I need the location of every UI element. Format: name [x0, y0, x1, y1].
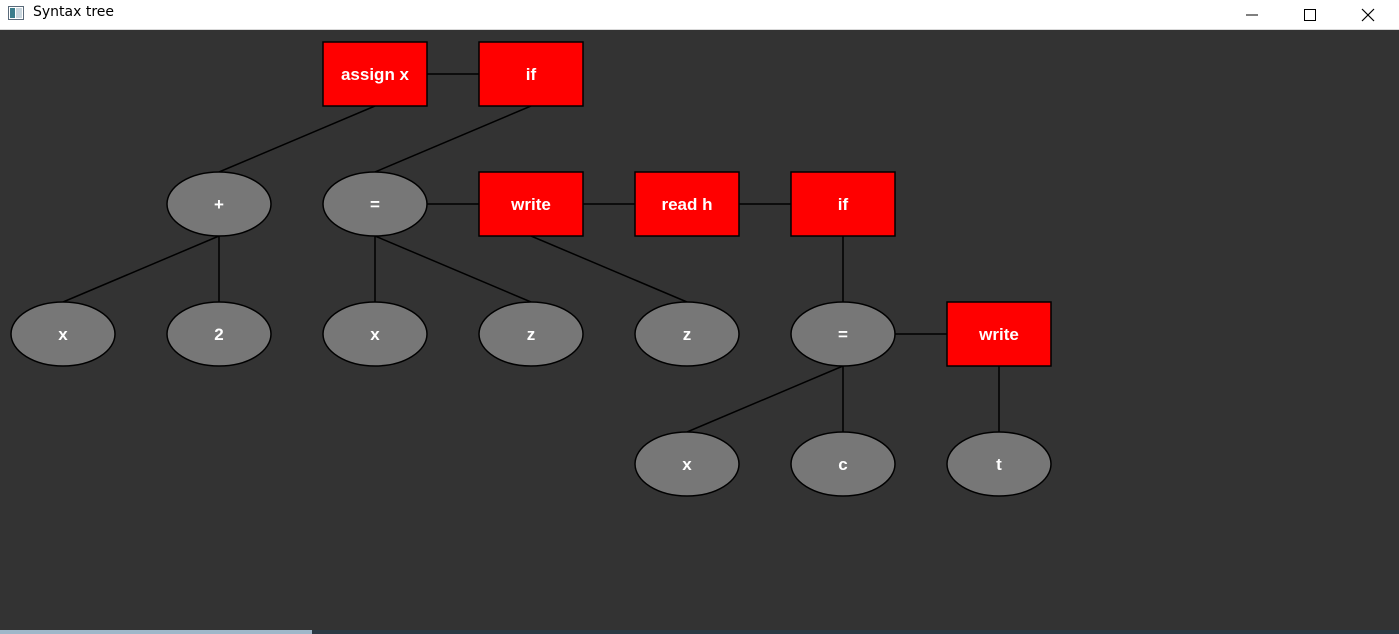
- window-title: Syntax tree: [33, 4, 115, 20]
- statement-node: assign x: [322, 41, 428, 107]
- node-label: =: [370, 195, 380, 214]
- node-label: x: [370, 325, 380, 344]
- expression-ellipse: [634, 431, 740, 497]
- node-label: if: [526, 65, 537, 84]
- statement-box: [322, 41, 428, 107]
- node-label: z: [683, 325, 692, 344]
- statement-node: write: [946, 301, 1052, 367]
- node-label: write: [510, 195, 551, 214]
- expression-node: t: [946, 431, 1052, 497]
- expression-node: z: [478, 301, 584, 367]
- node-label: t: [996, 455, 1002, 474]
- expression-ellipse: [790, 301, 896, 367]
- statement-box: [790, 171, 896, 237]
- expression-ellipse: [790, 431, 896, 497]
- title-bar: Syntax tree: [0, 0, 1399, 30]
- taskbar-strip: [0, 630, 1399, 634]
- statement-box: [478, 171, 584, 237]
- tree-edge: [374, 105, 532, 173]
- expression-ellipse: [478, 301, 584, 367]
- expression-ellipse: [634, 301, 740, 367]
- node-label: if: [838, 195, 849, 214]
- maximize-icon: [1304, 9, 1316, 21]
- expression-node: x: [634, 431, 740, 497]
- tree-edge: [374, 235, 532, 303]
- close-icon: [1361, 8, 1375, 22]
- minimize-button[interactable]: [1229, 0, 1275, 30]
- expression-node: 2: [166, 301, 272, 367]
- statement-node: if: [478, 41, 584, 107]
- node-label: =: [838, 325, 848, 344]
- window-app-icon: [8, 6, 24, 20]
- expression-node: z: [634, 301, 740, 367]
- tree-edge: [530, 235, 688, 303]
- expression-node: x: [322, 301, 428, 367]
- expression-node: c: [790, 431, 896, 497]
- expression-node: x: [10, 301, 116, 367]
- statement-box: [634, 171, 740, 237]
- expression-ellipse: [322, 171, 428, 237]
- tree-edge: [218, 105, 376, 173]
- expression-ellipse: [10, 301, 116, 367]
- statement-node: read h: [634, 171, 740, 237]
- tree-edges: [62, 73, 1000, 433]
- node-label: c: [838, 455, 847, 474]
- expression-node: +: [166, 171, 272, 237]
- expression-node: =: [322, 171, 428, 237]
- node-label: +: [214, 195, 224, 214]
- close-button[interactable]: [1345, 0, 1391, 30]
- expression-node: =: [790, 301, 896, 367]
- statement-box: [478, 41, 584, 107]
- tree-nodes: assign x if write read h if write + x 2 = x z z = x c t: [10, 41, 1052, 497]
- statement-node: write: [478, 171, 584, 237]
- expression-ellipse: [166, 301, 272, 367]
- node-label: write: [978, 325, 1019, 344]
- node-label: read h: [661, 195, 712, 214]
- tree-edge: [686, 365, 844, 433]
- node-label: assign x: [341, 65, 410, 84]
- syntax-tree-canvas: assign x if write read h if write + x 2 = x z z = x c t: [10, 41, 1052, 497]
- statement-node: if: [790, 171, 896, 237]
- maximize-button[interactable]: [1287, 0, 1333, 30]
- expression-ellipse: [166, 171, 272, 237]
- expression-ellipse: [322, 301, 428, 367]
- minimize-icon: [1246, 14, 1258, 16]
- expression-ellipse: [946, 431, 1052, 497]
- node-label: x: [58, 325, 68, 344]
- statement-box: [946, 301, 1052, 367]
- node-label: 2: [214, 325, 223, 344]
- tree-edge: [62, 235, 220, 303]
- node-label: z: [527, 325, 536, 344]
- node-label: x: [682, 455, 692, 474]
